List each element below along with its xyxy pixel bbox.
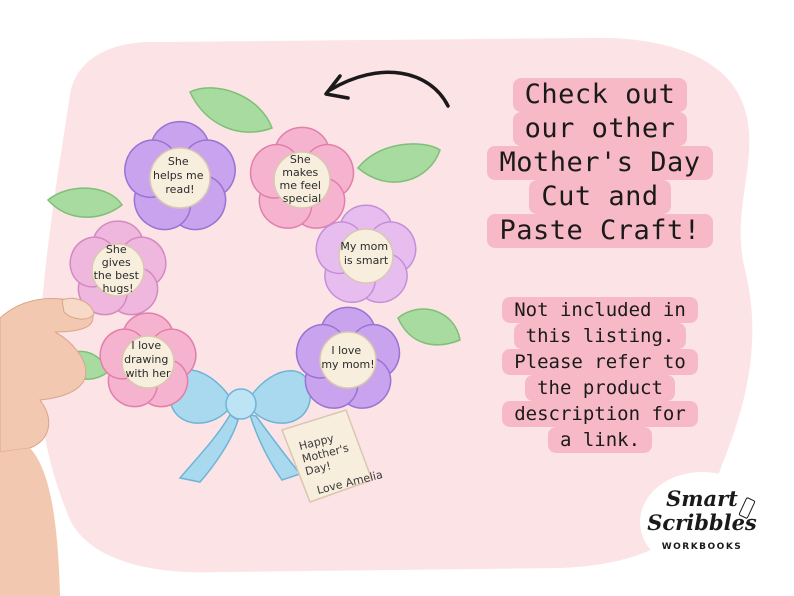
logo-line-2: Scribbles (647, 510, 757, 535)
flower-text-6: I love my mom! (321, 344, 374, 371)
flower-text-3: She gives the best hugs! (94, 243, 143, 295)
flower-text-line: drawing (124, 353, 168, 366)
headline-line: our other (512, 112, 688, 146)
logo-line-3: WORKBOOKS (661, 542, 743, 552)
flower-center (149, 147, 211, 209)
tag-line: Day! (304, 459, 333, 478)
flower-4 (315, 204, 417, 304)
gift-tag: Happy Mother's Day! Love Amelia (281, 409, 384, 503)
flower-text-line: She (106, 243, 127, 256)
flower-text-line: my mom! (321, 358, 374, 371)
flower-text-1: She helps me read! (153, 155, 207, 196)
flower-text-line: gives (102, 256, 131, 269)
headline-line: Cut and (529, 180, 671, 214)
flower-3 (69, 220, 167, 316)
note-line: a link. (547, 427, 653, 453)
flower-center (121, 335, 175, 389)
note-line: description for (502, 401, 698, 427)
flower-1 (124, 120, 236, 231)
flower-text-line: special (283, 192, 321, 205)
flower-center (273, 151, 331, 209)
logo-line-1: Smart (666, 486, 738, 511)
note-callout: Not included in this listing. Please ref… (462, 297, 738, 453)
curved-arrow-icon (328, 70, 450, 108)
flower-text-line: I love (131, 339, 161, 352)
note-line: Not included in (502, 297, 698, 323)
bow (168, 369, 312, 483)
flower-text-line: helps me (153, 169, 204, 182)
flower-center (319, 331, 377, 389)
flower-text-line: I love (331, 344, 361, 357)
note-line: Please refer to (502, 349, 698, 375)
note-line: the product (525, 375, 675, 401)
flower-text-line: hugs! (102, 282, 133, 295)
flower-text-line: with her (125, 367, 171, 380)
svg-text:Happy Mother's: Happy Mother's Day! (298, 428, 357, 478)
flower-text-line: me feel (280, 179, 321, 192)
flower-text-4: My mom is smart (340, 240, 391, 267)
flowers (69, 120, 417, 409)
flower-6 (295, 306, 401, 409)
hand-icon (0, 297, 95, 596)
brand-logo: Smart Scribbles WORKBOOKS (640, 472, 764, 572)
flower-5 (99, 312, 197, 408)
flower-text-2: She makes me feel special (280, 153, 325, 205)
headline-line: Paste Craft! (487, 214, 713, 248)
flower-text-line: the best (94, 269, 140, 282)
flower-text-line: She (168, 155, 189, 168)
flower-2 (249, 126, 355, 229)
flower-text-line: My mom (340, 240, 388, 253)
flower-text-line: is smart (344, 254, 389, 267)
flower-text-line: read! (165, 183, 194, 196)
flower-text-line: makes (282, 166, 318, 179)
headline-line: Check out (512, 78, 688, 112)
note-line: this listing. (513, 323, 687, 349)
flower-center (338, 228, 394, 284)
headline-line: Mother's Day (487, 146, 713, 180)
headline-callout: Check out our other Mother's Day Cut and… (462, 78, 738, 248)
flower-center (91, 243, 145, 297)
flower-text-line: She (290, 153, 311, 166)
flower-text-5: I love drawing with her (124, 339, 172, 380)
